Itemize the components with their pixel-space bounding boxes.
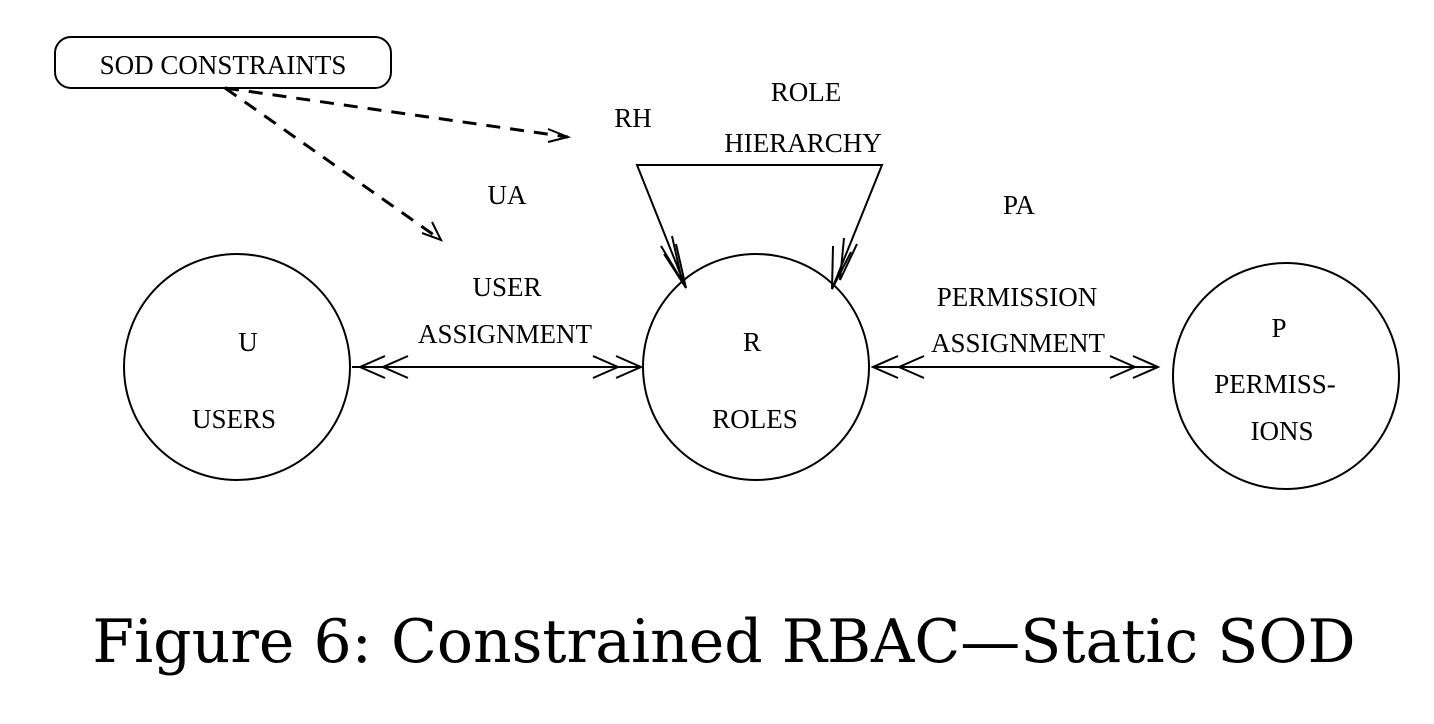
node-roles: R ROLES xyxy=(642,253,870,481)
node-permissions-symbol: P xyxy=(1271,313,1286,343)
sod-constraints-label: SOD CONSTRAINTS xyxy=(100,50,347,80)
node-permissions: P PERMISS- IONS xyxy=(1172,262,1400,490)
rh-label-line-1: ROLE xyxy=(771,77,842,107)
node-permissions-label-line-1: PERMISS- xyxy=(1214,369,1336,399)
pa-label-line-1: PERMISSION xyxy=(937,282,1098,312)
node-roles-label: ROLES xyxy=(712,404,798,434)
ua-label-line-2: ASSIGNMENT xyxy=(418,319,593,349)
pa-label-line-2: ASSIGNMENT xyxy=(931,328,1106,358)
sod-to-ua-arrow xyxy=(224,86,444,242)
figure-caption: Figure 6: Constrained RBAC—Static SOD xyxy=(92,607,1355,677)
ua-abbr: UA xyxy=(488,180,527,210)
sod-constraints-box: SOD CONSTRAINTS xyxy=(54,36,392,89)
node-users-label: USERS xyxy=(192,404,276,434)
node-users-symbol: U xyxy=(238,327,258,357)
node-roles-symbol: R xyxy=(743,327,761,357)
sod-to-rh-arrow xyxy=(224,86,572,143)
node-permissions-label-line-2: IONS xyxy=(1250,416,1313,446)
rh-label-line-2: HIERARCHY xyxy=(724,128,882,158)
pa-abbr: PA xyxy=(1003,190,1036,220)
node-users: U USERS xyxy=(123,253,351,481)
rh-abbr: RH xyxy=(614,103,652,133)
ua-label-line-1: USER xyxy=(472,272,541,302)
ua-arrow xyxy=(352,355,644,379)
pa-arrow xyxy=(870,355,1161,379)
role-hierarchy-loop xyxy=(635,164,884,290)
